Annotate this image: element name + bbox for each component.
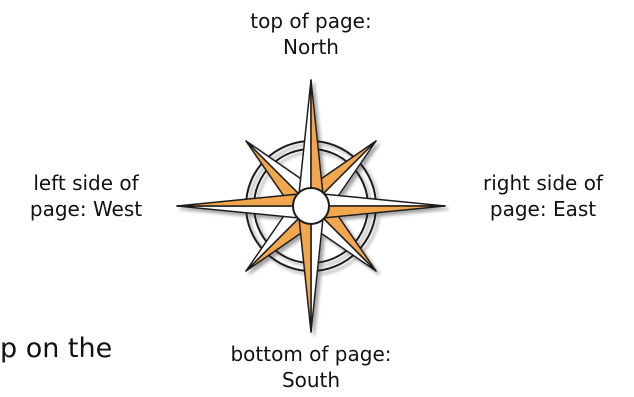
east-point — [311, 194, 445, 206]
compass-center — [293, 188, 329, 224]
west-point — [177, 206, 311, 218]
